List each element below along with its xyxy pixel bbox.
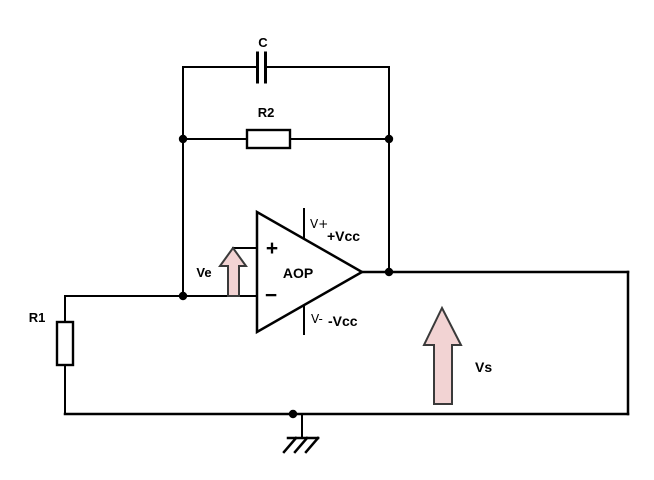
junction-dot — [384, 134, 394, 144]
ve-arrow-up-icon — [218, 246, 248, 297]
resistor-r1-body — [55, 320, 75, 367]
opamp-minus-input-sign: − — [265, 284, 277, 307]
output-voltage-vs: Vs — [422, 305, 492, 405]
input-resistor-r1: R1 — [29, 310, 75, 367]
output-voltage-label: Vs — [475, 359, 492, 375]
opamp-vminus-pin-label: V- — [311, 312, 323, 326]
vs-arrow-up-icon — [422, 305, 463, 405]
feedback-resistor-r2: R2 — [245, 105, 292, 150]
junction-dot — [178, 291, 188, 301]
junction-dot — [178, 134, 188, 144]
resistor-r2-label: R2 — [258, 105, 275, 120]
opamp: + − AOP V+ V- +Vcc -Vcc — [255, 208, 365, 335]
resistor-r1-label: R1 — [29, 310, 46, 325]
wires — [63, 66, 630, 416]
junction-dots — [178, 134, 394, 419]
ground-hatch — [304, 436, 320, 454]
resistor-r2-body — [245, 128, 292, 150]
input-voltage-label: Ve — [196, 265, 211, 280]
opamp-name-label: AOP — [283, 265, 313, 281]
opamp-plus-input-sign: + — [266, 237, 278, 260]
opamp-triangle — [255, 209, 365, 335]
input-voltage-ve: Ve — [196, 246, 248, 297]
positive-supply-label: +Vcc — [327, 228, 360, 244]
ground-hatch — [282, 436, 298, 454]
capacitor-label: C — [258, 35, 268, 50]
capacitor: C — [256, 35, 268, 84]
ground-symbol — [282, 413, 320, 454]
junction-dot — [384, 267, 394, 277]
negative-supply-label: -Vcc — [328, 313, 358, 329]
junction-dot — [288, 409, 298, 419]
opamp-vplus-pin-label: V+ — [310, 217, 328, 231]
ground-hatch — [293, 436, 309, 454]
